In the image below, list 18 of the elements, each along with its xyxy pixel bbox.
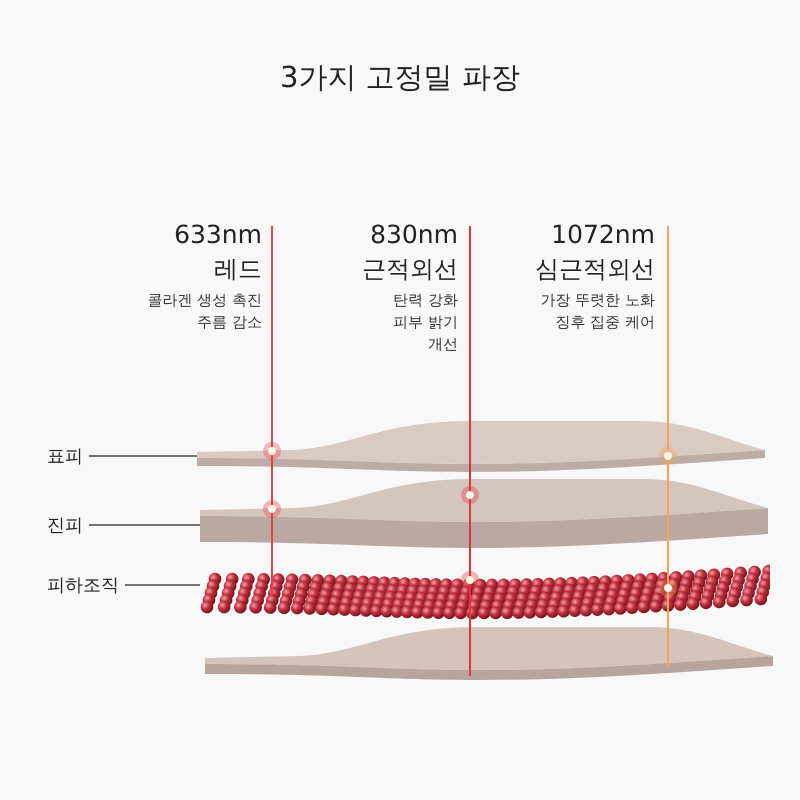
light-type: 심근적외선 — [535, 254, 655, 285]
effect-text: 가장 뚜렷한 노화 징후 집중 케어 — [539, 290, 655, 333]
effect-text: 콜라겐 생성 촉진 주름 감소 — [146, 290, 262, 333]
wavelength-value: 830nm — [370, 220, 458, 249]
leader-line — [125, 584, 200, 586]
dermis-layer — [200, 478, 770, 549]
light-type: 레드 — [214, 254, 262, 285]
layer-label: 진피 — [47, 513, 83, 537]
layer-label: 표피 — [47, 444, 83, 468]
leader-line — [89, 455, 197, 457]
wavelength-value: 633nm — [174, 220, 262, 249]
wavelength-value: 1072nm — [551, 220, 655, 249]
epidermis-layer — [197, 420, 767, 473]
light-type: 근적외선 — [362, 254, 458, 285]
layer-label: 피하조직 — [47, 573, 119, 597]
leader-line — [89, 524, 200, 526]
title: 3가지 고정밀 파장 — [279, 59, 521, 96]
effect-text: 탄력 강화 피부 밝기 개선 — [392, 290, 458, 355]
